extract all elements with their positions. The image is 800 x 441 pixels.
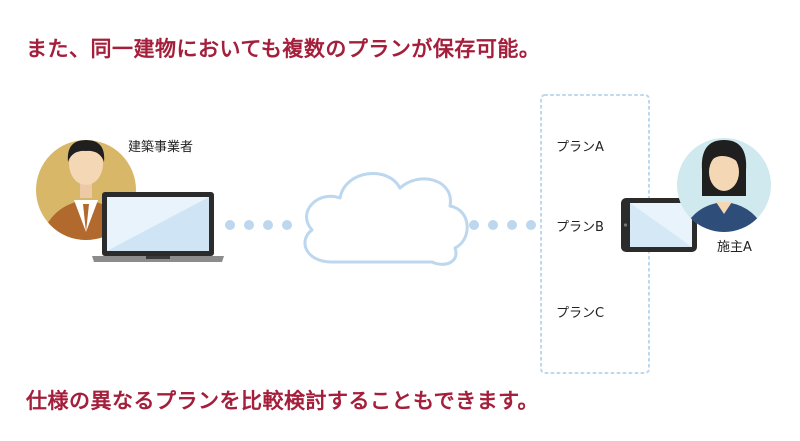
connector-right — [469, 220, 536, 230]
tablet-icon — [621, 198, 697, 252]
headline-top: また、同一建物においても複数のプランが保存可能。 — [26, 37, 541, 61]
builder-label: 建築事業者 — [128, 140, 194, 155]
plan-c-label: プランC — [556, 306, 605, 321]
owner-label: 施主A — [717, 240, 752, 255]
plan-b-label: プランB — [556, 220, 604, 235]
plan-a-label: プランA — [556, 140, 604, 155]
connector-left — [225, 220, 292, 230]
cloud-icon — [303, 172, 469, 266]
headline-bottom: 仕様の異なるプランを比較検討することもできます。 — [26, 389, 540, 413]
laptop-icon — [92, 192, 224, 262]
